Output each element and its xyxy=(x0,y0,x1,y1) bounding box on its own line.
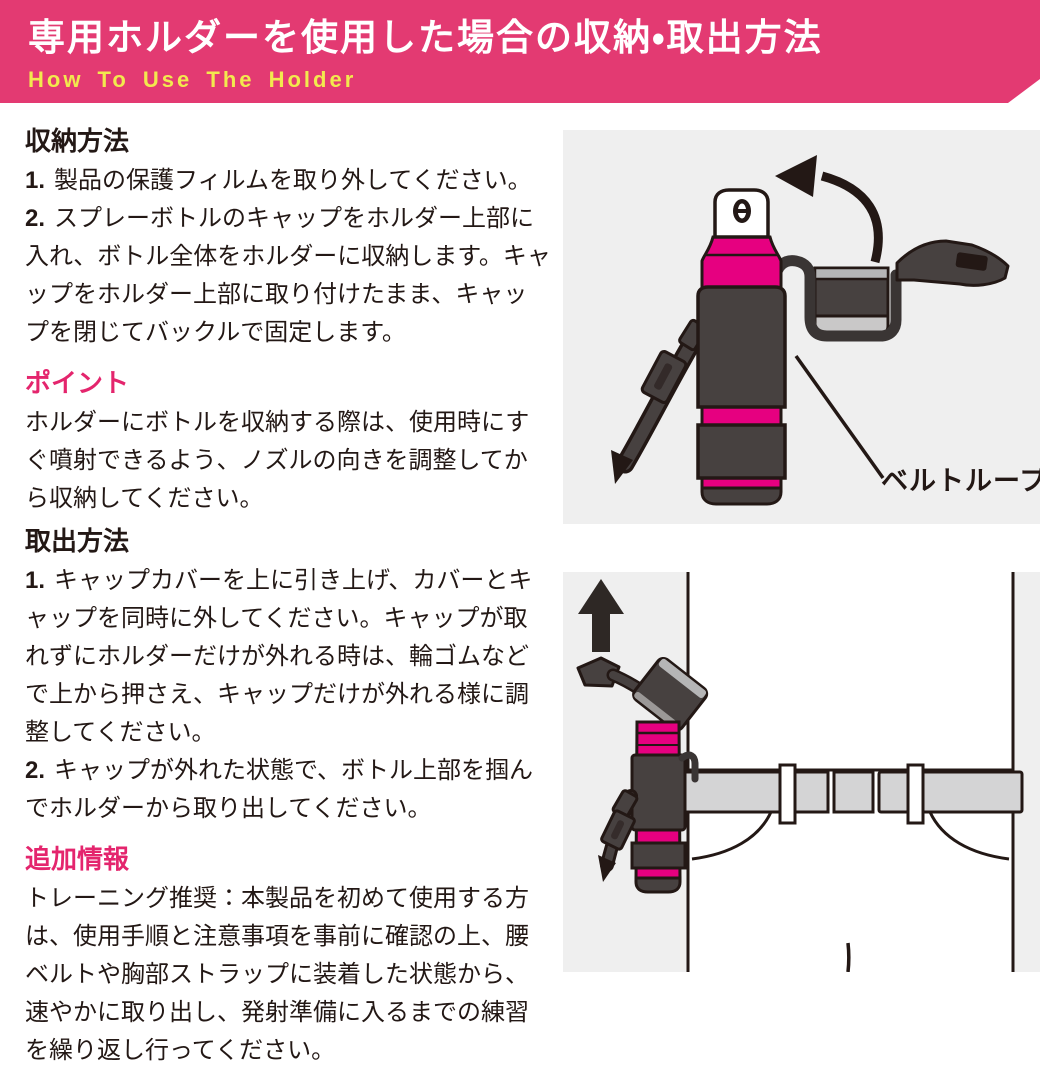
bottle-bottom xyxy=(700,486,783,506)
section-heading-removal: 取出方法 xyxy=(25,526,130,556)
holder-upper xyxy=(630,753,687,832)
curved-arrow-icon xyxy=(775,155,883,264)
belt-loop-label: ベルトループ xyxy=(881,466,1040,496)
holder-upper xyxy=(696,285,787,409)
step-number: 2. xyxy=(25,757,46,784)
belt-loop-flap xyxy=(813,266,890,338)
holder-lower-band xyxy=(630,841,687,870)
bottle-bottom xyxy=(634,876,682,894)
header-banner: 専用ホルダーを使用した場合の収納・取出方法 How To Use The Hol… xyxy=(0,0,1040,103)
belt-loop-right xyxy=(906,763,925,825)
belt-loop-left xyxy=(778,763,797,825)
removal-step-1: 1.キャップカバーを上に引き上げ、カバーとキャップを同時に外してください。キャッ… xyxy=(25,562,551,752)
step-number: 1. xyxy=(25,167,46,194)
step-text: 製品の保護フィルムを取り外してください。 xyxy=(54,167,532,194)
holder-wire-clip xyxy=(770,255,902,342)
cap-cover xyxy=(632,656,709,732)
bottle-being-removed xyxy=(576,656,709,894)
point-body: ホルダーにボトルを収納する際は、使用時にすぐ噴射できるよう、ノズルの向きを調整し… xyxy=(25,409,530,512)
step-number: 1. xyxy=(25,567,46,594)
holder-strap xyxy=(611,318,708,484)
additional-body: トレーニング推奨：本製品を初めて使用する方は、使用手順と注意事項を事前に確認の上… xyxy=(25,885,529,1064)
section-heading-additional: 追加情報 xyxy=(25,844,130,874)
holder-wire-clip xyxy=(678,751,699,783)
holder-lower-band xyxy=(696,423,787,480)
holder-belt-loop-illustration xyxy=(611,155,1010,506)
instructions-column: 収納方法 1.製品の保護フィルムを取り外してください。 2.スプレーボトルのキャ… xyxy=(25,124,551,1070)
label-pointer-line xyxy=(794,354,885,480)
nozzle-icon xyxy=(733,199,751,223)
pocket-outlines xyxy=(691,811,1010,972)
section-heading-point: ポイント xyxy=(25,368,130,398)
step-number: 2. xyxy=(25,205,46,232)
step-text: キャップカバーを上に引き上げ、カバーとキャップを同時に外してください。キャップが… xyxy=(25,567,533,746)
holder-illustration-panel: ベルトループ xyxy=(563,130,1040,524)
page-title: 専用ホルダーを使用した場合の収納・取出方法 xyxy=(28,17,823,58)
removal-illustration-panel xyxy=(563,572,1040,972)
waist-belt xyxy=(679,763,1024,825)
page-subtitle: How To Use The Holder xyxy=(28,67,357,92)
storage-step-1: 1. 製品の保護フィルムを取り外してください。 xyxy=(25,162,551,200)
waist-removal-illustration xyxy=(576,572,1024,972)
section-heading-storage: 収納方法 xyxy=(25,126,130,156)
step-text: スプレーボトルのキャップをホルダー上部に入れ、ボトル全体をホルダーに収納します。… xyxy=(25,205,551,346)
step-text: キャップが外れた状態で、ボトル上部を掴んでホルダーから取り出してください。 xyxy=(25,757,534,822)
removal-step-2: 2.キャップが外れた状態で、ボトル上部を掴んでホルダーから取り出してください。 xyxy=(25,752,551,828)
storage-step-2: 2.スプレーボトルのキャップをホルダー上部に入れ、ボトル全体をホルダーに収納しま… xyxy=(25,200,551,352)
spray-bottle-in-holder xyxy=(696,188,787,506)
belt-loop-snap-strap xyxy=(895,239,1010,287)
up-arrow-icon xyxy=(578,579,624,652)
